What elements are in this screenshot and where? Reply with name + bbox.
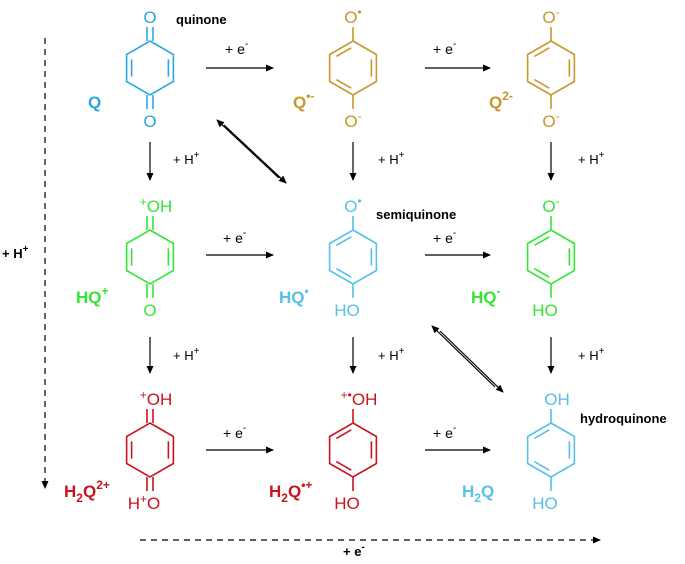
- ring: [328, 229, 378, 285]
- label-plus-electron-3: + e-: [223, 228, 246, 246]
- molecule-Q: O O Q: [88, 8, 175, 131]
- species-name-Q_2: Q2-: [489, 89, 513, 112]
- label-plus-electron-6: + e-: [433, 423, 456, 441]
- species-name-H2Q: H2Q: [462, 482, 494, 505]
- ring: [125, 40, 175, 96]
- ring: [526, 229, 576, 285]
- species-name-Q_rad: Q•-: [293, 89, 314, 112]
- label-hydroquinone: hydroquinone: [580, 411, 667, 426]
- label-plus-proton-2: + H+: [378, 150, 405, 167]
- top-substituent: O-: [542, 5, 559, 27]
- molecule-H2Q_2plus: +OH H+O H2Q2+: [64, 388, 175, 513]
- bottom-substituent: HO: [334, 301, 360, 320]
- label-plus-proton-3: + H+: [578, 150, 605, 167]
- bottom-substituent: HO: [532, 301, 558, 320]
- bottom-substituent: HO: [334, 494, 360, 513]
- species-name-Q: Q: [88, 93, 101, 112]
- label-plus-proton-6: + H+: [578, 346, 605, 363]
- species-name-H2Q_2plus: H2Q2+: [64, 478, 110, 505]
- label-plus-proton-5: + H+: [378, 346, 405, 363]
- label-plus-electron-5: + e-: [223, 423, 246, 441]
- label-semiquinone: semiquinone: [376, 207, 456, 222]
- equilibrium-arrow-Q-HQrad: [216, 119, 287, 184]
- ring: [125, 229, 175, 285]
- molecule-HQ_rad: O• HO HQ•: [279, 194, 378, 320]
- bottom-substituent: O: [143, 112, 156, 131]
- ring: [526, 422, 576, 478]
- top-substituent: +OH: [140, 388, 173, 409]
- bottom-substituent: O-: [542, 109, 559, 131]
- molecule-HQ_plus: +OH O HQ+: [76, 195, 175, 320]
- side-label-plus-h: + H+: [2, 244, 29, 261]
- top-substituent: +OH: [140, 195, 173, 216]
- molecule-H2Q_radplus: +•OH HO H2Q•+: [269, 388, 377, 513]
- ring: [328, 40, 378, 96]
- label-plus-electron-2: + e-: [433, 39, 456, 57]
- molecule-Q_2: O- O- Q2-: [489, 5, 576, 131]
- top-substituent: O: [143, 8, 156, 27]
- molecule-H2Q: OH HO H2Q: [462, 390, 576, 513]
- species-name-HQ_rad: HQ•: [279, 284, 309, 307]
- label-plus-electron-1: + e-: [225, 39, 248, 57]
- bottom-substituent: O-: [344, 109, 361, 131]
- ring: [125, 422, 175, 478]
- top-substituent: OH: [544, 390, 570, 409]
- species-name-HQ_minus: HQ-: [471, 284, 501, 307]
- top-substituent: O•: [344, 194, 361, 216]
- species-name-HQ_plus: HQ+: [76, 284, 109, 307]
- label-quinone: quinone: [176, 12, 227, 27]
- top-substituent: O-: [542, 194, 559, 216]
- bottom-substituent: HO: [532, 494, 558, 513]
- label-plus-proton-4: + H+: [173, 346, 200, 363]
- ring: [328, 422, 378, 478]
- bottom-substituent: H+O: [128, 492, 161, 513]
- top-substituent: O•: [344, 5, 361, 27]
- equilibrium-arrow-HQrad-H2Q: [431, 325, 504, 393]
- ring: [526, 40, 576, 96]
- species-name-H2Q_radplus: H2Q•+: [269, 478, 312, 505]
- molecule-HQ_minus: O- HO HQ-: [471, 194, 576, 320]
- label-plus-proton-1: + H+: [173, 150, 200, 167]
- bottom-label-plus-e: + e-: [343, 542, 365, 559]
- top-substituent: +•OH: [341, 388, 378, 409]
- bottom-substituent: O: [143, 301, 156, 320]
- molecule-Q_rad: O• O- Q•-: [293, 5, 378, 131]
- label-plus-electron-4: + e-: [433, 228, 456, 246]
